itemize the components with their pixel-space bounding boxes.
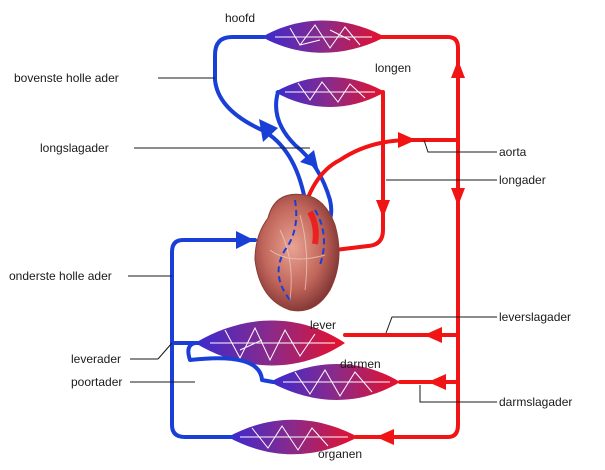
label-darmen: darmen: [340, 357, 381, 371]
label-leverader: leverader: [71, 352, 122, 366]
vessel-head-return: [354, 35, 460, 439]
label-poortader: poortader: [71, 375, 123, 389]
arrow-svc: [259, 119, 278, 142]
leader-darmslagader: [419, 385, 497, 403]
label-longen: longen: [375, 61, 412, 75]
leader-aorta: [423, 139, 497, 153]
leader-leverader-bend: [157, 342, 173, 360]
arrow-pulmonary-vein: [376, 200, 390, 218]
arrow-ivc: [236, 231, 254, 249]
capillary-head: [262, 20, 385, 53]
label-organen: organen: [318, 447, 363, 461]
label-bovenste-holle-ader: bovenste holle ader: [14, 71, 119, 85]
arrow-hepatic-artery: [424, 327, 442, 343]
arrow-pulmonary: [300, 150, 318, 168]
capillary-lungs: [275, 77, 385, 107]
vessel-superior-vena-cava: [213, 35, 307, 202]
arrow-organs: [376, 429, 394, 445]
capillary-organs: [228, 419, 358, 455]
leader-lines: [128, 77, 497, 403]
vessel-inferior-vena-cava: [170, 238, 257, 439]
capillary-intestines: [270, 364, 400, 400]
heart: [254, 193, 340, 312]
capillary-liver: [195, 320, 345, 366]
vessel-pulmonary-vein: [333, 90, 385, 252]
vessel-portal-vein: [186, 341, 275, 384]
label-aorta: aorta: [499, 145, 527, 159]
label-onderste-holle-ader: onderste holle ader: [9, 269, 112, 283]
arrow-down-main: [451, 188, 465, 206]
label-leverslagader: leverslagader: [499, 310, 572, 324]
arterial-arrows: [376, 60, 465, 445]
arrow-up-main: [451, 60, 465, 78]
label-darmslagader: darmslagader: [499, 395, 573, 409]
label-longslagader: longslagader: [40, 141, 109, 155]
label-hoofd: hoofd: [225, 11, 256, 25]
venous-arrows: [236, 119, 318, 249]
label-longader: longader: [499, 173, 546, 187]
arrow-aorta: [398, 132, 416, 148]
leader-leverslagader: [385, 316, 497, 334]
label-lever: lever: [310, 318, 337, 332]
arrow-mesenteric: [428, 374, 446, 390]
